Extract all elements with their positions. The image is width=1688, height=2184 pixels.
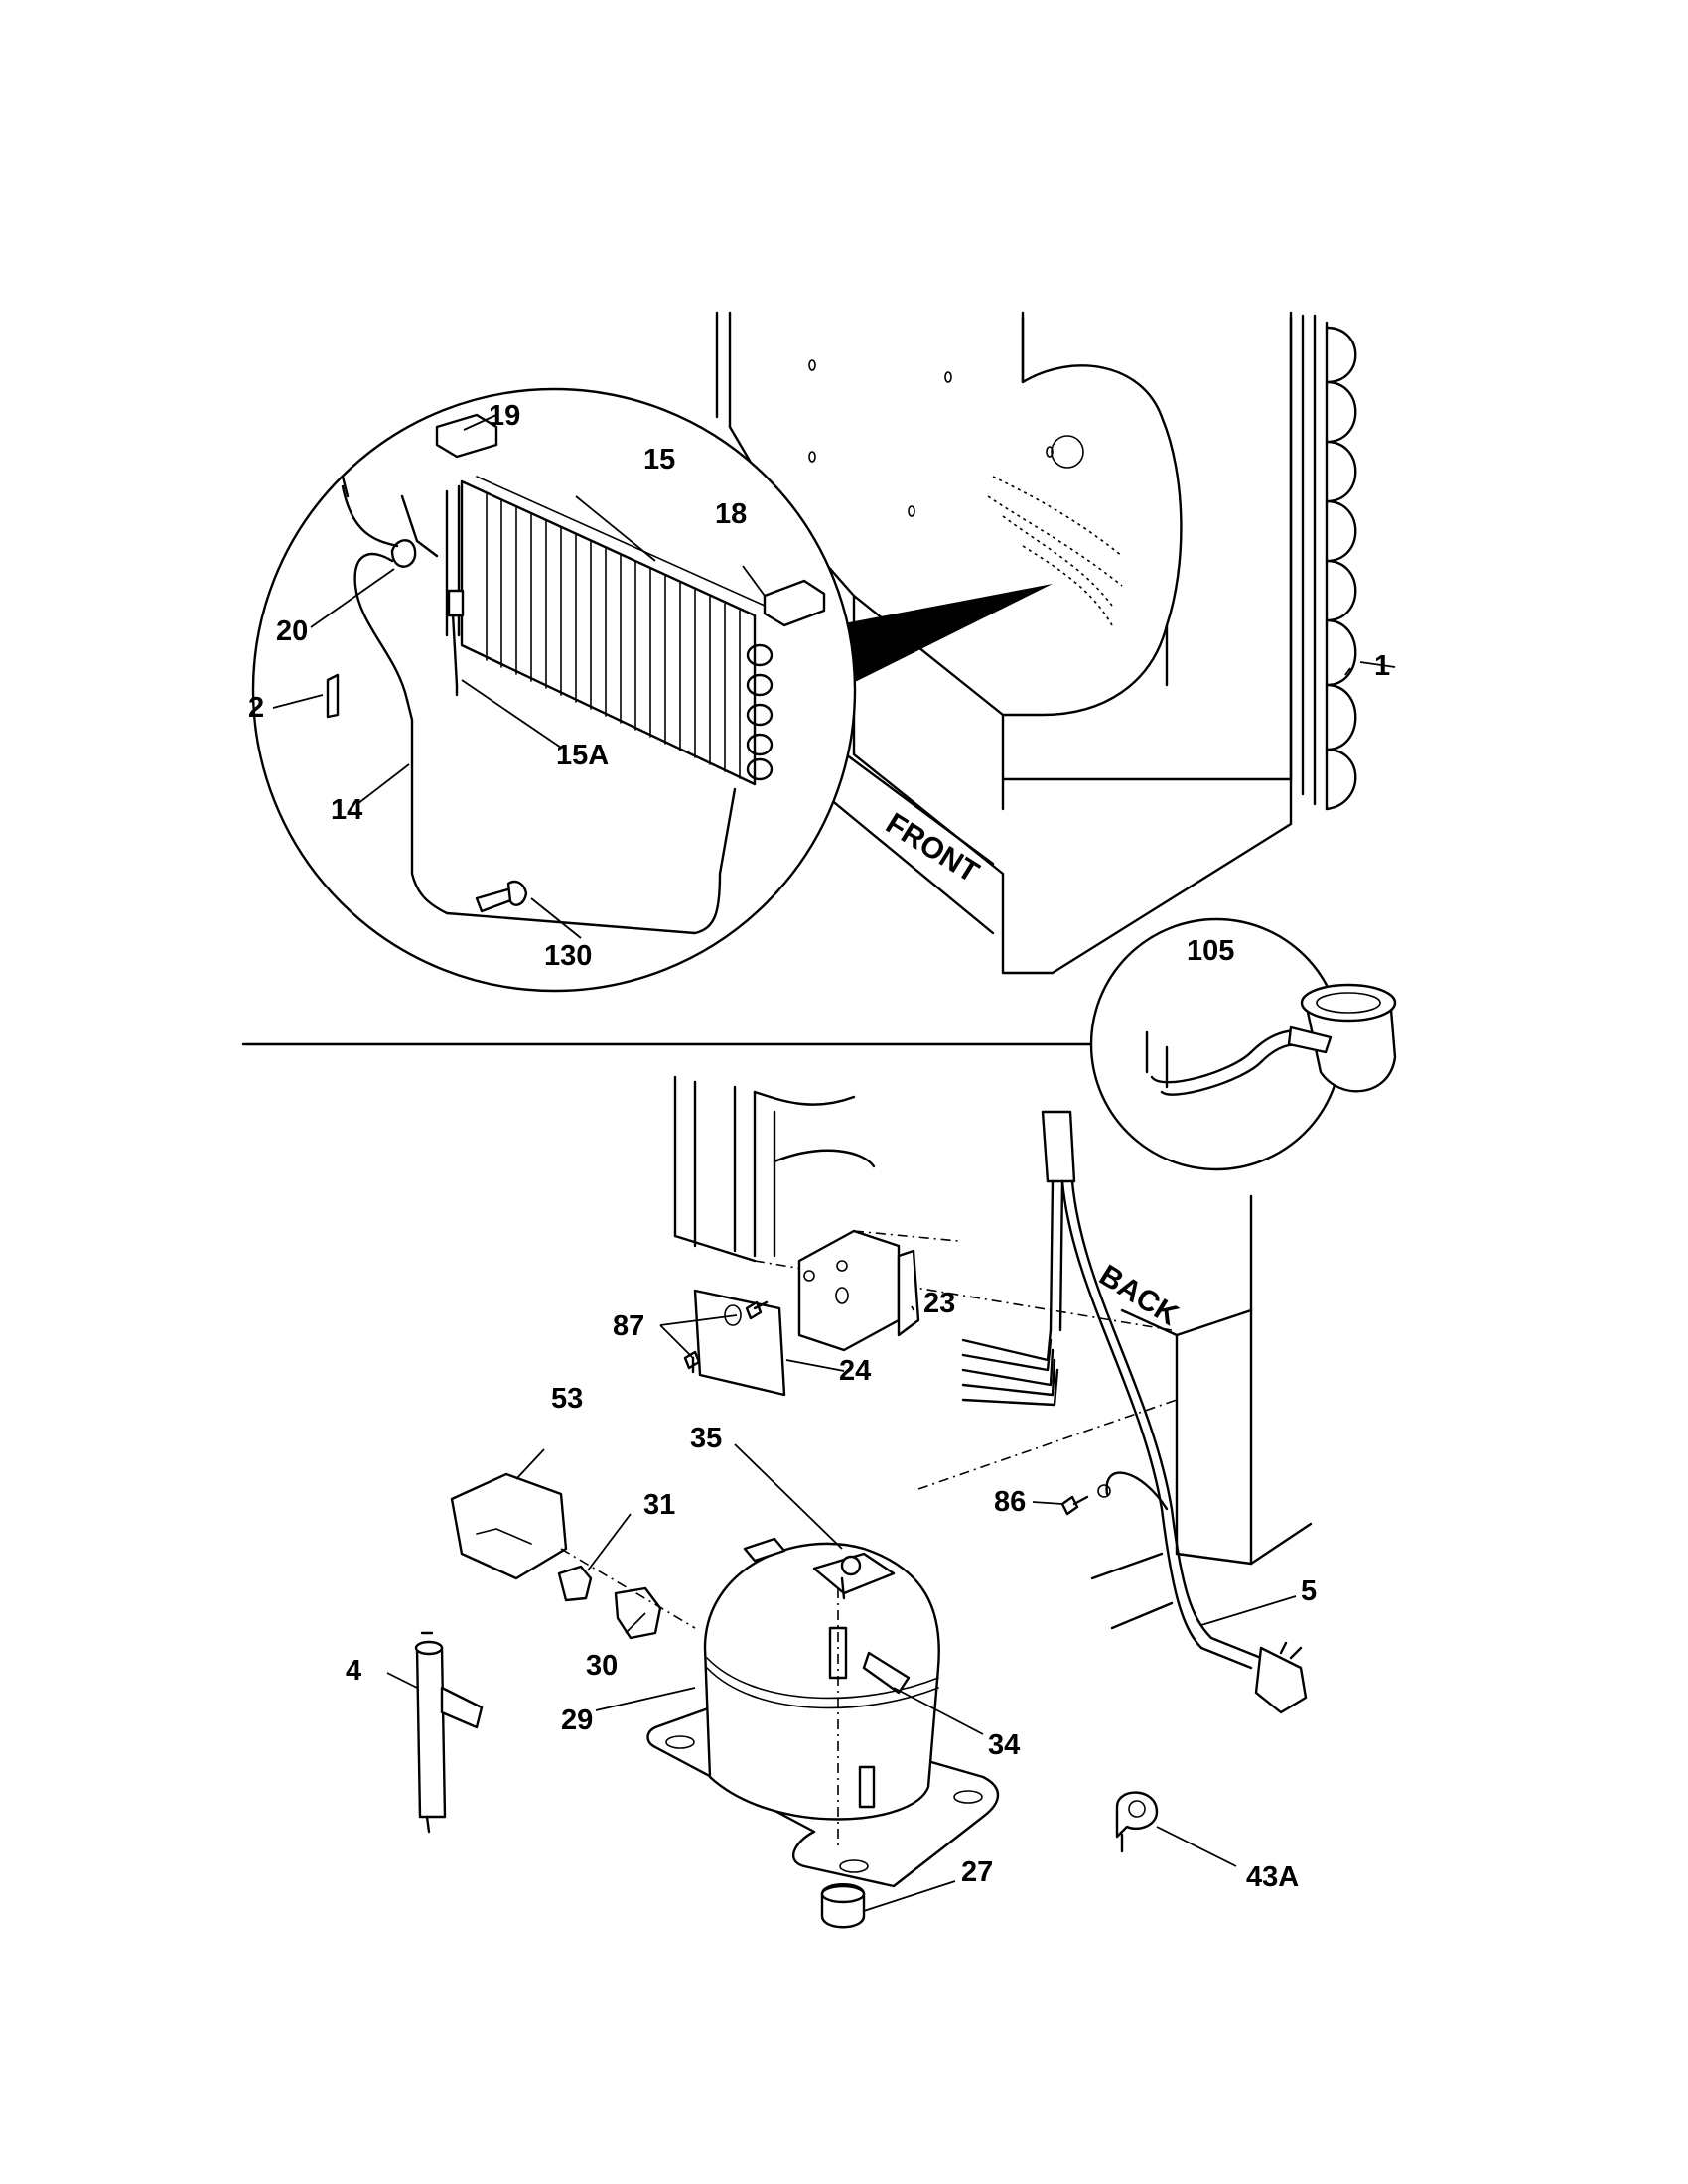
label-15: 15 bbox=[643, 444, 675, 476]
label-15a: 15A bbox=[556, 740, 609, 771]
relay-alignment-line bbox=[560, 1548, 696, 1629]
label-5: 5 bbox=[1301, 1575, 1317, 1607]
label-105: 105 bbox=[1187, 935, 1234, 967]
label-130: 130 bbox=[544, 940, 592, 972]
wiring-harness bbox=[961, 1110, 1308, 1714]
part-130-plug bbox=[475, 880, 528, 913]
label-2: 2 bbox=[248, 692, 264, 724]
overload-part-31 bbox=[557, 1565, 593, 1602]
inset-pointer bbox=[844, 584, 1053, 685]
drier-part-4 bbox=[414, 1631, 484, 1834]
defrost-timer-part-23 bbox=[797, 1229, 959, 1352]
clamp-part-43a bbox=[1115, 1791, 1159, 1853]
label-18: 18 bbox=[715, 498, 747, 530]
label-86: 86 bbox=[994, 1486, 1026, 1518]
label-24: 24 bbox=[839, 1355, 871, 1387]
label-87: 87 bbox=[613, 1310, 644, 1342]
label-35: 35 bbox=[690, 1423, 722, 1454]
evaporator-assembly bbox=[445, 476, 774, 786]
leader-lines bbox=[272, 414, 1396, 1912]
defrost-thermostat bbox=[341, 475, 737, 935]
label-29: 29 bbox=[561, 1705, 593, 1736]
label-53: 53 bbox=[551, 1383, 583, 1415]
label-20: 20 bbox=[276, 615, 308, 647]
label-19: 19 bbox=[489, 400, 520, 432]
relay-cover-detail bbox=[476, 1528, 532, 1545]
part-2-clip bbox=[326, 673, 340, 719]
bracket-hole bbox=[724, 1304, 742, 1326]
label-34: 34 bbox=[988, 1729, 1020, 1761]
grommet-part-27 bbox=[820, 1883, 866, 1929]
condenser-coil bbox=[1289, 314, 1357, 811]
part-labels: 19 15 18 1 20 2 15A 14 130 105 23 87 24 … bbox=[248, 400, 1390, 1893]
compressor-part-29 bbox=[646, 1537, 1000, 1888]
label-43a: 43A bbox=[1246, 1861, 1299, 1893]
label-1: 1 bbox=[1374, 650, 1390, 682]
drain-pan-part-105 bbox=[1145, 983, 1397, 1096]
label-27: 27 bbox=[961, 1856, 993, 1888]
part-19-cover bbox=[435, 413, 498, 459]
back-label: BACK bbox=[1093, 1259, 1184, 1332]
relay-part-30 bbox=[614, 1586, 662, 1640]
relay-cover-part-53 bbox=[450, 1472, 568, 1580]
timer-bracket-part-24 bbox=[693, 1289, 786, 1397]
label-4: 4 bbox=[346, 1655, 361, 1687]
label-23: 23 bbox=[923, 1288, 955, 1319]
screw-part-86 bbox=[1060, 1484, 1111, 1516]
label-30: 30 bbox=[586, 1650, 618, 1682]
label-31: 31 bbox=[643, 1489, 675, 1521]
part-18-cover bbox=[763, 579, 826, 627]
screws-part-87 bbox=[683, 1300, 769, 1374]
label-14: 14 bbox=[331, 794, 362, 826]
